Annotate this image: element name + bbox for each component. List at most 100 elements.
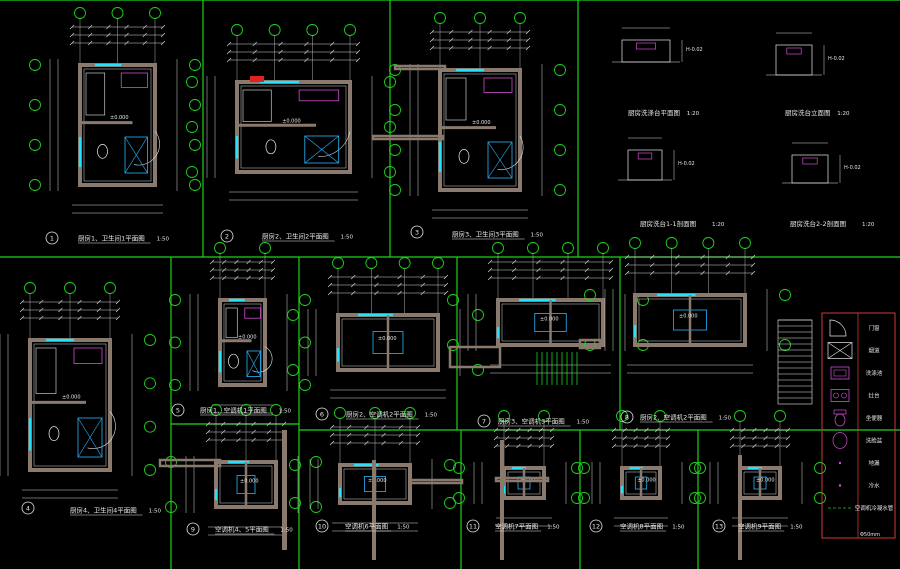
stove-icon xyxy=(830,389,850,402)
dimension-tick xyxy=(633,443,638,449)
floor-plan-9: ±0.000 xyxy=(165,404,322,536)
column-wall xyxy=(738,455,742,560)
dimension-tick xyxy=(96,307,102,313)
detail-1: H-0.02 xyxy=(612,27,703,63)
dimension-tick xyxy=(355,49,361,55)
dimension-tick xyxy=(785,435,791,441)
level-annotation: ±0.000 xyxy=(637,478,656,484)
dimension-tick xyxy=(329,432,335,438)
sheet-caption: 空调机6平面图 xyxy=(345,522,388,531)
dimension-tick xyxy=(96,315,102,321)
dimension-tick xyxy=(511,267,517,273)
axis-bubble xyxy=(165,501,177,513)
dimension-tick xyxy=(236,429,241,435)
dimension-tick xyxy=(124,24,129,30)
dimension-tick xyxy=(415,424,421,430)
toilet xyxy=(265,139,277,155)
sheet-scale: 1:50 xyxy=(672,525,685,531)
dimension-tick xyxy=(327,282,333,288)
dimension-tick xyxy=(77,307,82,313)
basin-icon xyxy=(832,432,848,449)
sink-basin xyxy=(802,157,818,165)
door-swing xyxy=(87,411,116,449)
dimension-tick xyxy=(448,29,454,35)
sheet-number: 8 xyxy=(625,414,629,422)
sheet-scale: 1:50 xyxy=(279,409,292,415)
sheet-number-bubble xyxy=(220,229,234,243)
legend-label: 门窗 xyxy=(868,324,880,332)
dimension-tick xyxy=(608,259,614,265)
dimension-tick xyxy=(96,299,102,305)
dimension-tick xyxy=(160,32,166,38)
legend-label: 空调机冷凝水管 xyxy=(855,504,894,512)
dimension-tick xyxy=(487,275,493,281)
stove xyxy=(298,89,340,102)
level-annotation: ±0.000 xyxy=(240,478,259,484)
dimension-tick xyxy=(649,270,655,276)
detail-caption: 厨房洗台1-1剖面图 xyxy=(640,219,696,228)
legend-label: 坐便器 xyxy=(866,414,883,422)
dimension-tick xyxy=(584,267,590,273)
sheet-scale: 1:50 xyxy=(719,416,732,422)
dimension-tick xyxy=(355,41,361,47)
axis-bubble xyxy=(554,64,566,76)
toilet xyxy=(228,353,239,369)
sheet-caption: 厨房1、空调机1平面图 xyxy=(200,406,267,415)
axis-bubble xyxy=(189,99,201,111)
axis-bubble xyxy=(453,462,465,474)
legend-item-sink: 洗涤池 xyxy=(830,366,883,380)
sheet-caption: 厨房4、卫生间4平面图 xyxy=(70,506,137,515)
dimension-tick xyxy=(364,432,369,438)
wall-inner-line xyxy=(240,85,347,169)
dimension-tick xyxy=(750,254,756,260)
dimension-tick xyxy=(725,270,731,276)
sheet-caption: 厨房2、卫生间2平面图 xyxy=(262,232,329,241)
dimension-tick xyxy=(549,435,555,441)
legend-label: 冷水 xyxy=(868,482,880,490)
floor-plan-6: ±0.000 xyxy=(287,257,484,399)
dimension-tick xyxy=(252,49,258,55)
legend-item-stove: 灶台 xyxy=(830,389,880,402)
dimension-tick xyxy=(252,57,258,63)
dimension-tick xyxy=(750,270,756,276)
dimension-tick xyxy=(487,259,493,265)
sheet-scale: 1:50 xyxy=(577,420,590,426)
dimension-tick xyxy=(584,259,590,265)
dimension-tick xyxy=(221,259,227,265)
axis-bubble xyxy=(814,462,826,474)
dimension-tick xyxy=(774,443,780,449)
dimension-tick xyxy=(355,57,361,63)
dimension-tick xyxy=(281,421,287,427)
shower-cross xyxy=(77,417,103,458)
dimension-tick xyxy=(487,29,492,35)
dimension-tick xyxy=(205,437,211,443)
axis-bubble xyxy=(453,492,465,504)
height-annotation: H-0.02 xyxy=(686,47,703,53)
dimension-tick xyxy=(69,40,75,46)
dimension-tick xyxy=(633,427,638,433)
dimension-tick xyxy=(19,315,25,321)
dimension-tick xyxy=(504,443,510,449)
axis-bubble xyxy=(384,76,396,88)
dimension-tick xyxy=(644,435,649,441)
dimension-tick xyxy=(644,443,649,449)
toilet xyxy=(458,149,470,164)
dimension-tick xyxy=(608,267,614,273)
dimension-tick xyxy=(538,427,544,433)
dimension-tick xyxy=(525,45,531,51)
sheet-number-bubble xyxy=(712,519,726,533)
axis-bubble xyxy=(186,76,198,88)
detail-2: H-0.02 xyxy=(766,32,845,76)
axis-bubble xyxy=(299,294,311,306)
dimension-tick xyxy=(654,435,660,441)
axis-bubble xyxy=(186,166,198,178)
sheet-scale: 1:50 xyxy=(397,525,410,531)
shower-area xyxy=(246,350,261,377)
detail-caption: 厨房洗涤台平面图 xyxy=(628,108,680,117)
axis-bubble xyxy=(189,179,201,191)
dimension-tick xyxy=(506,37,512,43)
sheet-number: 4 xyxy=(26,505,30,513)
